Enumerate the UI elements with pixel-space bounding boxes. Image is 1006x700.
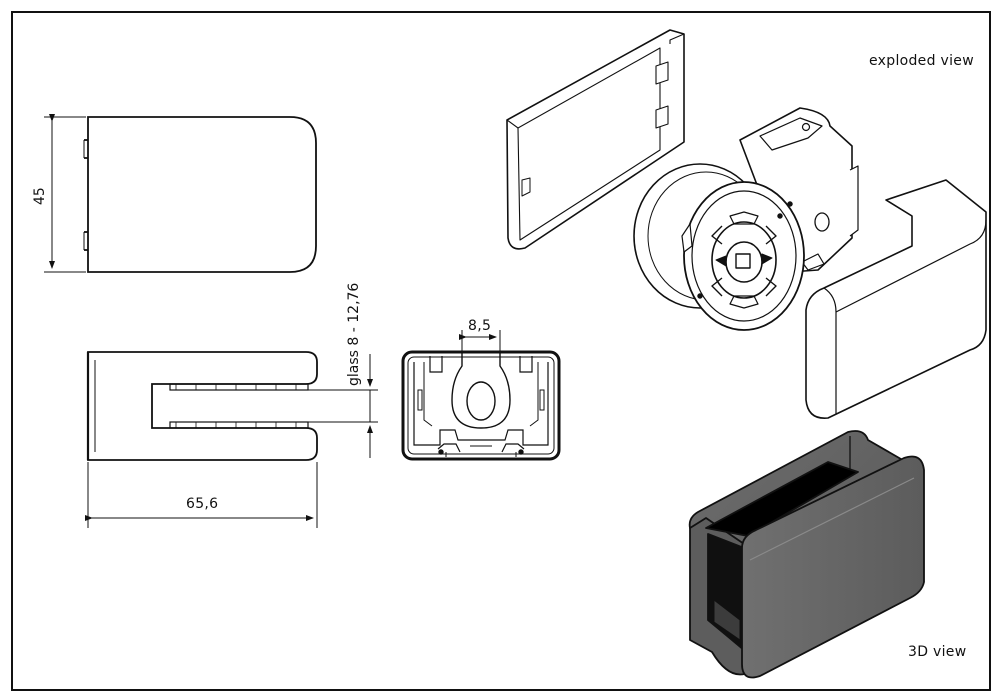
top-view	[83, 116, 317, 273]
drawing-border	[11, 11, 991, 691]
height-dimension-label: 45	[32, 187, 48, 205]
side-view	[86, 351, 318, 461]
slot-dimension	[459, 330, 501, 352]
front-view	[401, 350, 561, 461]
length-dimension-label: 65,6	[186, 496, 219, 512]
length-dimension	[85, 462, 318, 528]
exploded-view-label: exploded view	[869, 53, 974, 69]
exploded-view	[506, 29, 987, 419]
3d-view	[688, 430, 925, 679]
3d-view-label: 3D view	[908, 644, 967, 660]
glass-dimension-label: glass 8 - 12,76	[346, 282, 362, 386]
height-dimension	[44, 114, 86, 273]
slot-dimension-label: 8,5	[468, 318, 492, 334]
glass-dimension	[308, 354, 378, 458]
